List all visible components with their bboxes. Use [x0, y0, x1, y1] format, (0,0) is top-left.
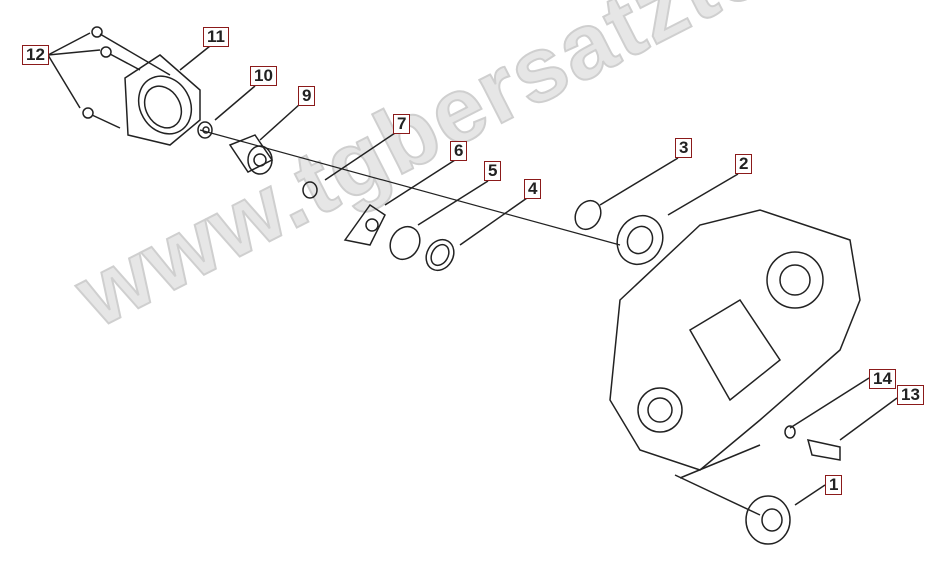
- callout-3: 3: [675, 138, 693, 158]
- bushing-9: [228, 134, 274, 175]
- callout-14: 14: [869, 369, 896, 389]
- plug-13: [806, 439, 841, 461]
- callout-13: 13: [897, 385, 924, 405]
- callout-9: 9: [298, 86, 316, 106]
- seal-4: [425, 238, 455, 272]
- callout-6: 6: [450, 141, 468, 161]
- o-ring-7: [302, 181, 318, 199]
- callout-10: 10: [250, 66, 277, 86]
- o-ring-5: [389, 225, 421, 261]
- plate-6: [343, 203, 386, 246]
- callout-7: 7: [393, 114, 411, 134]
- axis-line: [199, 129, 621, 246]
- callout-2: 2: [735, 154, 753, 174]
- bearing-1: [745, 495, 791, 545]
- bearing-2: [616, 214, 664, 266]
- washer-10: [197, 121, 213, 139]
- callout-1: 1: [825, 475, 843, 495]
- callout-4: 4: [524, 179, 542, 199]
- washer-14: [784, 425, 796, 439]
- crankcase-cover: [609, 209, 861, 471]
- seal-3: [574, 199, 602, 231]
- callout-11: 11: [203, 27, 229, 47]
- bearing-housing-11: [124, 54, 201, 146]
- bolt-12: [82, 26, 171, 129]
- callout-12: 12: [22, 45, 49, 65]
- leader-lines: [47, 32, 898, 516]
- callout-5: 5: [484, 161, 502, 181]
